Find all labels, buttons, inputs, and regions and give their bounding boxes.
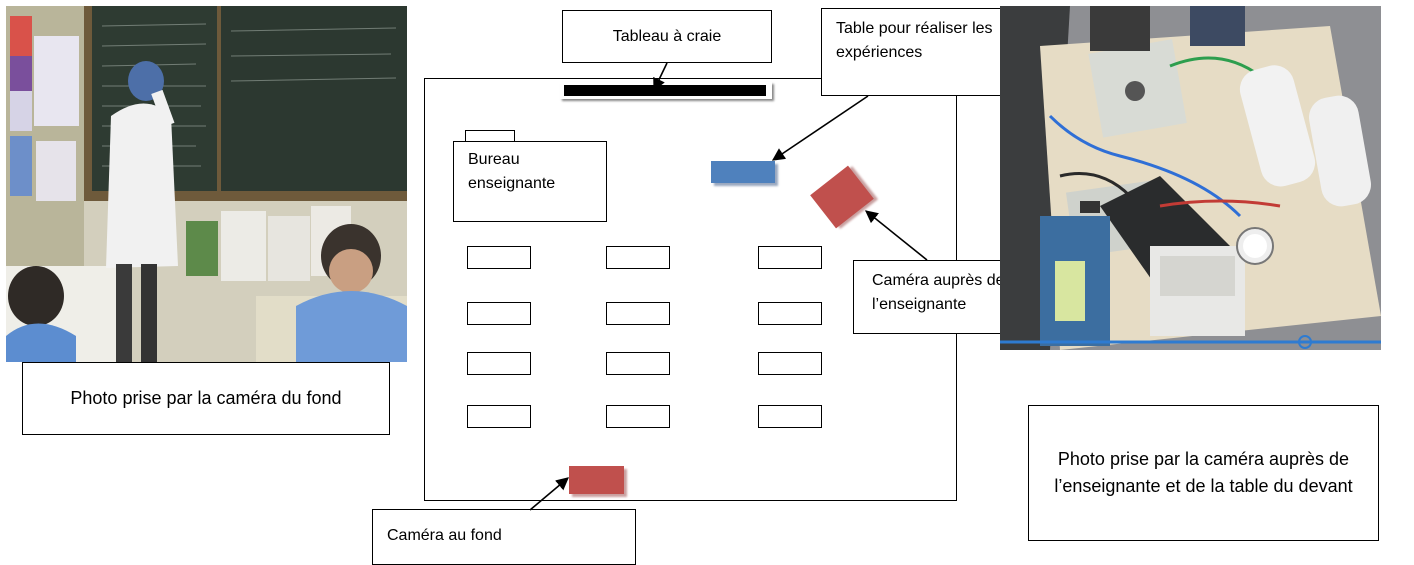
back-camera-label-box: Caméra au fond <box>372 509 636 565</box>
student-desk <box>467 405 531 428</box>
back-camera-photo-illustration <box>6 6 407 362</box>
student-desk <box>606 302 670 325</box>
teacher-camera-label: Caméra auprès de l’enseignante <box>872 272 1005 313</box>
student-desk <box>606 352 670 375</box>
teacher-desk-label-box: Bureau enseignante <box>453 141 607 222</box>
back-camera-photo <box>6 6 407 362</box>
back-camera-shape <box>569 466 624 494</box>
student-desk <box>758 246 822 269</box>
student-desk <box>606 405 670 428</box>
teacher-camera-photo-caption-text: Photo prise par la caméra auprès de l’en… <box>1054 449 1353 496</box>
teacher-camera-photo-illustration <box>1000 6 1381 350</box>
student-desk <box>467 302 531 325</box>
back-camera-photo-caption-text: Photo prise par la caméra du fond <box>70 388 342 408</box>
student-desk <box>467 352 531 375</box>
student-desk <box>467 246 531 269</box>
back-camera-label: Caméra au fond <box>387 527 502 544</box>
chalkboard-label: Tableau à craie <box>612 27 722 45</box>
back-camera-photo-caption: Photo prise par la caméra du fond <box>22 362 390 435</box>
experiment-table-label-box: Table pour réaliser les expériences <box>821 8 1035 96</box>
student-desk <box>758 352 822 375</box>
experiment-table-shape <box>711 161 775 183</box>
student-desk <box>606 246 670 269</box>
student-desk <box>758 302 822 325</box>
teacher-desk-label: Bureau enseignante <box>468 151 556 192</box>
teacher-camera-photo-caption: Photo prise par la caméra auprès de l’en… <box>1028 405 1379 541</box>
experiment-table-label: Table pour réaliser les expériences <box>836 20 993 61</box>
student-desk <box>758 405 822 428</box>
chalkboard-shape <box>560 82 772 99</box>
chalkboard-label-box: Tableau à craie <box>562 10 772 63</box>
teacher-desk-tab <box>465 130 515 144</box>
teacher-camera-photo <box>1000 6 1381 350</box>
chalkboard-fill <box>564 85 766 96</box>
